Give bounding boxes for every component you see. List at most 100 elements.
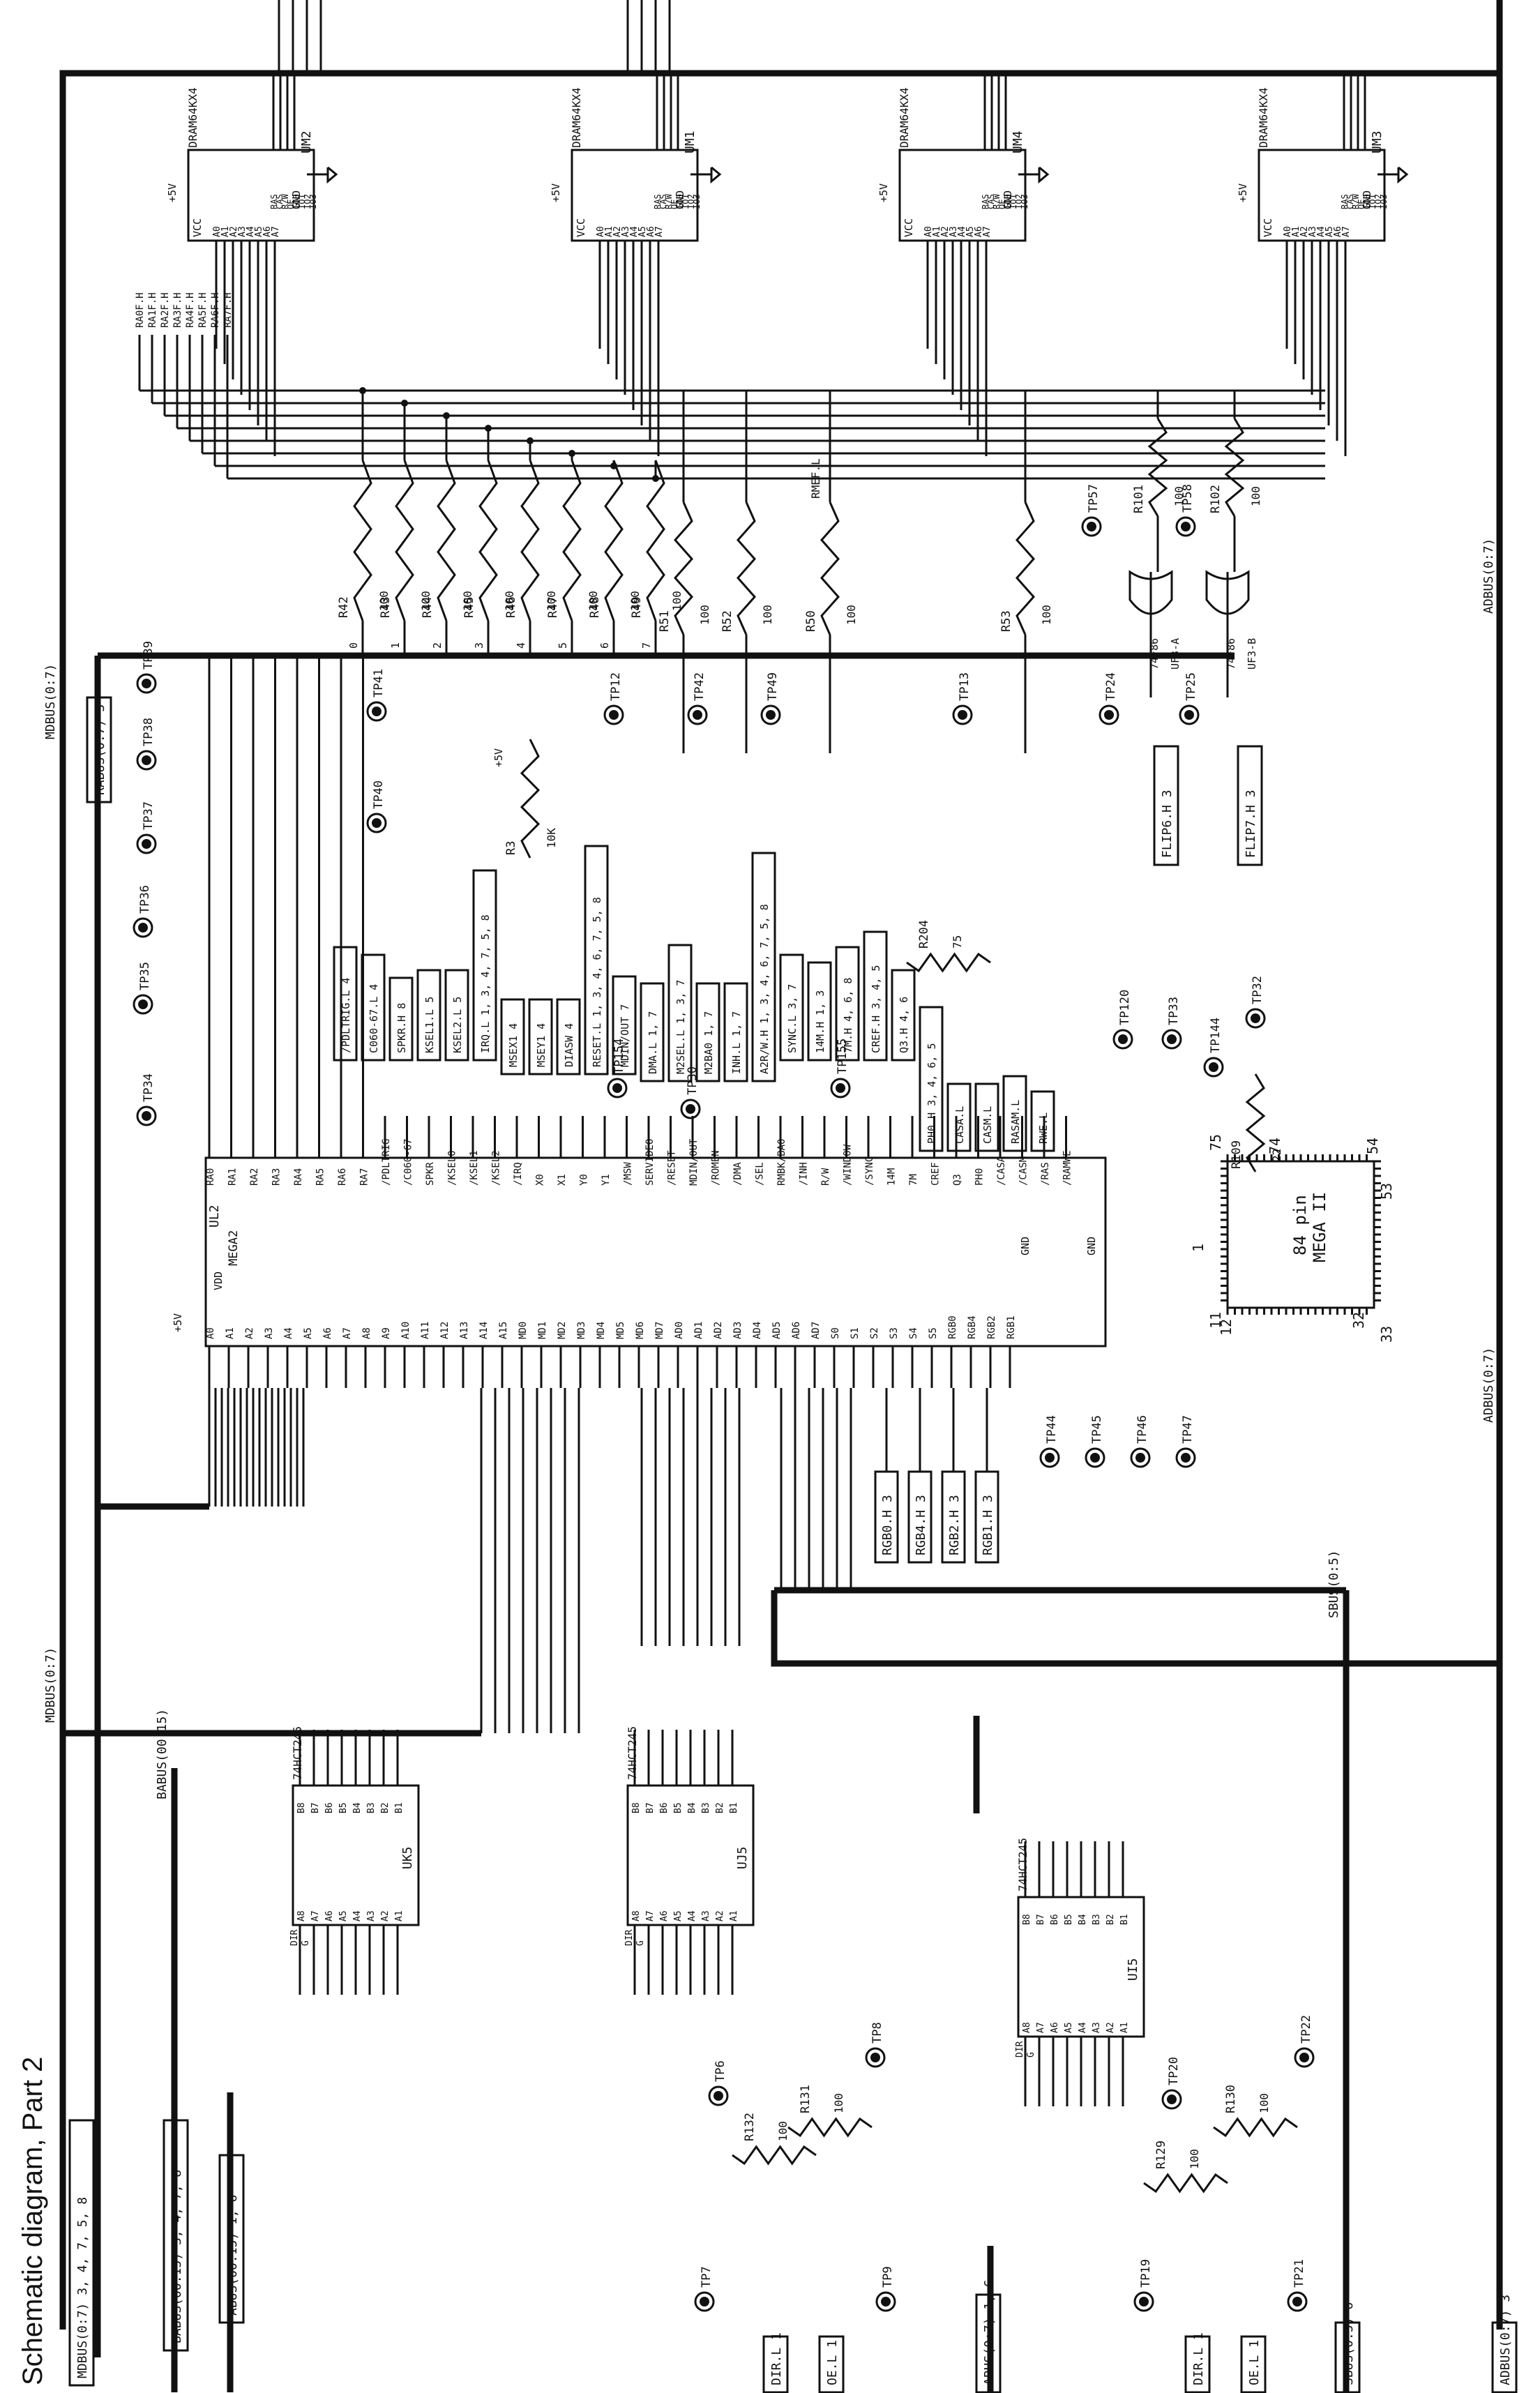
resistor-ref: R132 xyxy=(743,2113,757,2141)
dram-vcc: VCC xyxy=(1262,218,1274,237)
testpoint-ring xyxy=(760,704,781,725)
ra-net-label: RA3F.H xyxy=(172,292,183,328)
signal-connector xyxy=(695,982,720,1082)
testpoint-ring xyxy=(136,1105,157,1126)
testpoint-dot xyxy=(766,710,776,720)
signal-label: MSEY1 4 xyxy=(535,1023,548,1067)
connector-dir1 xyxy=(762,2335,789,2393)
dram-pin-addr: A1 xyxy=(220,226,231,237)
mega-pin-right: /ROMEN xyxy=(711,1150,722,1186)
connector-abus-bottom-label: ABUS(0:7) 1, 6 xyxy=(982,2279,997,2385)
dram-pin-ctrl: IO1 xyxy=(297,194,307,209)
resistor xyxy=(673,501,694,635)
dram-pin-ctrl: IO3 xyxy=(692,194,702,209)
buffer-b-pin: B7 xyxy=(310,1802,321,1813)
signal-connector xyxy=(863,930,888,1062)
buffer-b-pin: B4 xyxy=(352,1802,363,1813)
dram-ref: UM3 xyxy=(1370,130,1384,153)
testpoint-ring xyxy=(1179,704,1200,725)
dram-pin-ctrl: IO0 xyxy=(292,194,301,209)
resistor-value: 100 xyxy=(698,605,711,625)
mega-pin-right: RA6 xyxy=(337,1168,348,1186)
mega-pin-right: /CASM xyxy=(1018,1156,1029,1186)
dram-pin-ctrl: CAS xyxy=(1345,194,1355,209)
dram-pin-ctrl: IO2 xyxy=(303,194,312,209)
bus-label: ADBUS(0:7) xyxy=(1481,538,1496,614)
resistor-ref: R52 xyxy=(720,610,734,632)
package-pin-number: 33 xyxy=(1378,1326,1395,1343)
testpoint-label: TP13 xyxy=(958,672,972,701)
buffer-ctrl: G xyxy=(1026,2052,1036,2058)
testpoint-label: TP12 xyxy=(609,672,623,701)
resistor-ref: R44 xyxy=(421,596,435,618)
dram-pin-addr: A4 xyxy=(1316,226,1327,237)
buffer-b-pin: B1 xyxy=(394,1802,405,1813)
bus-index: 0 xyxy=(347,642,360,649)
buffer-part: 74HCT245 xyxy=(291,1726,304,1780)
mega-pin-right: 7M xyxy=(908,1174,919,1186)
resistor-value: 100 xyxy=(377,591,391,611)
buffer-b-pin: B6 xyxy=(659,1802,670,1813)
bus-label: ADBUS(0:7) xyxy=(1481,1348,1496,1423)
junction-dot xyxy=(568,450,575,457)
dram-pin-addr: A7 xyxy=(1341,226,1352,237)
dram-name: DRAM64KX4 xyxy=(1257,87,1270,148)
buffer-b-pin: B4 xyxy=(1078,1914,1088,1925)
mega-pin-right: /DMA xyxy=(732,1162,743,1186)
dram-gnd: GND xyxy=(290,190,303,209)
rgb-connector xyxy=(907,1470,933,1564)
mega-pin-left: AD6 xyxy=(791,1322,802,1339)
testpoint-ring xyxy=(865,2047,886,2068)
buffer-a-pin: A6 xyxy=(324,1910,335,1922)
testpoint-dot xyxy=(142,839,151,849)
resistor-value: 100 xyxy=(628,591,642,611)
mega-pin-left: MD6 xyxy=(635,1322,646,1339)
dram-pin-addr: A4 xyxy=(629,226,640,237)
mega-pin-right: Q3 xyxy=(952,1174,963,1186)
mega-pin-left: RGB4 xyxy=(967,1315,978,1339)
mega-pin-right: 14M xyxy=(886,1168,898,1186)
ra-net-label: RA4F.H xyxy=(185,292,196,328)
bus-index: 1 xyxy=(389,642,402,649)
mega-pin-left: S1 xyxy=(850,1327,861,1339)
resistor-value: 100 xyxy=(545,591,558,611)
mdbus-line xyxy=(59,70,1500,2330)
mega-gnd: GND xyxy=(1085,1237,1098,1255)
mega-pin-left: A2 xyxy=(244,1327,255,1339)
mega-pin-right: /WINDOW xyxy=(843,1144,854,1186)
buffer-chip xyxy=(1017,1896,1145,2038)
buffer-ctrl: DIR xyxy=(624,1929,635,1946)
rmef-label: RMEF.L xyxy=(809,458,822,499)
testpoint-ring xyxy=(1287,2291,1308,2312)
dram-pin-addr: A6 xyxy=(262,226,273,237)
dram-pin-addr: A5 xyxy=(1324,226,1335,237)
testpoint-label: TP155 xyxy=(836,1039,850,1074)
resistor xyxy=(732,2145,817,2166)
testpoint-dot xyxy=(1209,1062,1218,1072)
dram-pin-ctrl: IO0 xyxy=(1362,194,1372,209)
resistor-ref: R204 xyxy=(917,920,931,949)
dram-pin-ctrl: IO3 xyxy=(1020,194,1029,209)
mega-pin-left: AD5 xyxy=(771,1322,783,1339)
mega-pin-right: X0 xyxy=(535,1174,546,1186)
testpoint-label: TP40 xyxy=(372,780,386,809)
testpoint-dot xyxy=(1167,1034,1177,1044)
testpoint-label: TP120 xyxy=(1118,990,1132,1025)
testpoint-ring xyxy=(680,1099,701,1119)
testpoint-dot xyxy=(1104,710,1114,720)
mega-pin-right: RA0 xyxy=(205,1168,216,1186)
signal-connector xyxy=(612,975,637,1075)
connector-mdbus xyxy=(68,2119,95,2387)
package-pin-number: 74 xyxy=(1267,1138,1283,1154)
testpoint-label: TP9 xyxy=(881,2266,895,2288)
resistor-value: 100 xyxy=(587,591,600,611)
mega-pin-left: A14 xyxy=(478,1322,490,1339)
ground-symbol xyxy=(326,166,338,184)
signal-label: DIASW 4 xyxy=(563,1023,575,1067)
mega-pin-left: S5 xyxy=(928,1327,939,1339)
testpoint-ring xyxy=(366,813,387,833)
mega-pin-right: RA5 xyxy=(315,1168,326,1186)
signal-label: RESET.L 1, 3, 4, 6, 7, 5, 8 xyxy=(591,897,603,1067)
resistor xyxy=(736,501,757,635)
buffer-b-pin: B7 xyxy=(1036,1914,1046,1925)
